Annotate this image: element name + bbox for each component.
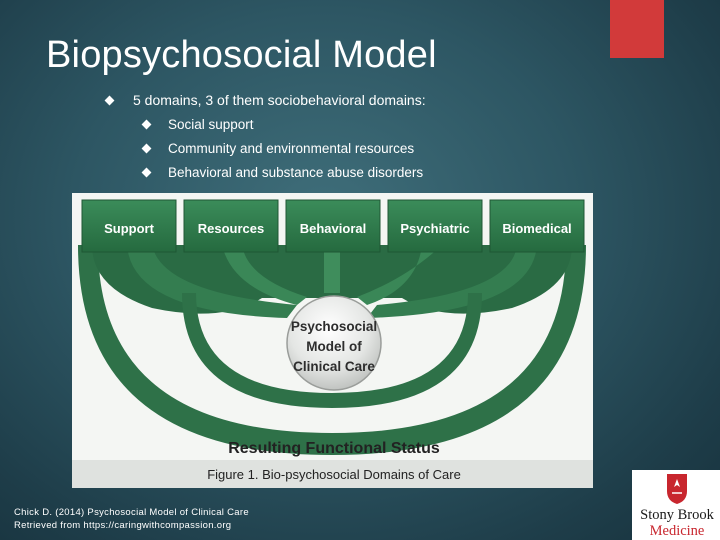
shield-icon bbox=[667, 474, 687, 504]
citation: Chick D. (2014) Psychosocial Model of Cl… bbox=[14, 506, 249, 532]
sub-bullet-text: Behavioral and substance abuse disorders bbox=[168, 165, 424, 180]
domain-box: Psychiatric bbox=[387, 199, 483, 253]
bullet-diamond-icon bbox=[141, 167, 152, 178]
center-circle: Psychosocial Model of Clinical Care bbox=[286, 295, 382, 391]
bullet-diamond-icon bbox=[104, 95, 115, 105]
center-line: Clinical Care bbox=[293, 359, 375, 374]
main-bullet: 5 domains, 3 of them sociobehavioral dom… bbox=[104, 92, 426, 108]
center-line: Model of bbox=[306, 339, 362, 354]
domain-label: Support bbox=[104, 221, 154, 236]
domain-label: Resources bbox=[198, 221, 264, 236]
figure-caption: Figure 1. Bio-psychosocial Domains of Ca… bbox=[207, 467, 461, 482]
domain-label: Psychiatric bbox=[400, 221, 469, 236]
citation-line: Retrieved from https://caringwithcompass… bbox=[14, 520, 232, 531]
domain-box: Support bbox=[81, 199, 177, 253]
caption-band bbox=[72, 460, 593, 488]
stony-brook-logo: Stony Brook Medicine bbox=[632, 470, 720, 540]
logo-line: Stony Brook bbox=[640, 507, 714, 523]
sub-bullet-text: Social support bbox=[168, 117, 254, 132]
connector-resources bbox=[222, 245, 307, 305]
domain-box: Behavioral bbox=[285, 199, 381, 253]
red-accent-tab bbox=[610, 0, 664, 58]
main-bullet-text: 5 domains, 3 of them sociobehavioral dom… bbox=[133, 92, 426, 108]
center-line: Psychosocial bbox=[291, 319, 377, 334]
sub-bullet: Social support bbox=[141, 117, 254, 132]
slide-title: Biopsychosocial Model bbox=[46, 34, 437, 76]
sub-bullet: Community and environmental resources bbox=[141, 141, 415, 156]
connector-psychiatric bbox=[357, 245, 442, 305]
biopsychosocial-figure: Support Resources Behavioral Psychiatric… bbox=[72, 193, 593, 488]
logo-line: Medicine bbox=[649, 523, 705, 539]
sub-bullet: Behavioral and substance abuse disorders bbox=[141, 165, 424, 180]
citation-line: Chick D. (2014) Psychosocial Model of Cl… bbox=[14, 507, 249, 518]
bullet-diamond-icon bbox=[141, 119, 152, 130]
domain-box: Biomedical bbox=[489, 199, 585, 253]
figure-diagram: Support Resources Behavioral Psychiatric… bbox=[72, 199, 593, 488]
domain-box: Resources bbox=[183, 199, 279, 253]
domain-label: Behavioral bbox=[300, 221, 366, 236]
domain-label: Biomedical bbox=[502, 221, 571, 236]
bullet-diamond-icon bbox=[141, 143, 152, 154]
sub-bullet-text: Community and environmental resources bbox=[168, 141, 415, 156]
result-label: Resulting Functional Status bbox=[228, 440, 440, 457]
connector-behavioral bbox=[324, 245, 340, 293]
